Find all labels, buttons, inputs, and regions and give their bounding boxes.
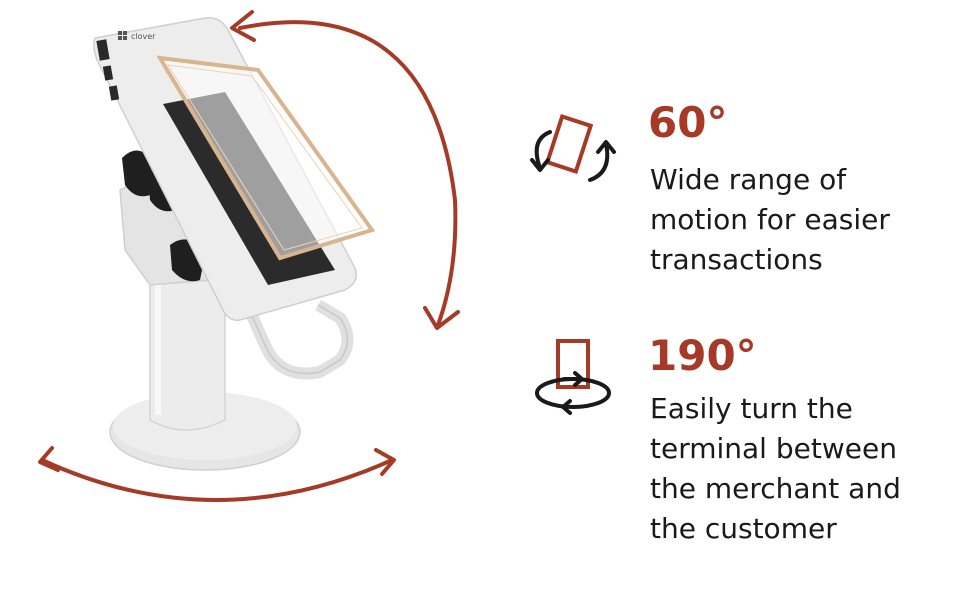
terminal-logo-text: clover (131, 32, 156, 41)
feature-title: 190° (648, 331, 757, 380)
description-line: the merchant and (650, 472, 901, 505)
description-line: motion for easier (650, 203, 890, 236)
adjustment-knob (122, 150, 155, 197)
swivel-arc-arrow (40, 458, 394, 502)
tilt-rotation-icon (530, 114, 616, 182)
swivel-rotation-icon (535, 339, 611, 415)
feature-title: 60° (648, 98, 728, 147)
stand-pole (149, 269, 226, 431)
feature-description: Wide range of motion for easier transact… (650, 160, 890, 280)
screen-protector-film (156, 55, 376, 261)
feature-description: Easily turn the terminal between the mer… (650, 389, 901, 549)
clover-logo-icon (118, 31, 127, 40)
tilt-arc-arrow (238, 20, 458, 327)
description-line: terminal between (650, 432, 897, 465)
description-line: the customer (650, 512, 837, 545)
description-line: Easily turn the (650, 392, 853, 425)
description-line: Wide range of (650, 163, 847, 196)
description-line: transactions (650, 243, 823, 276)
